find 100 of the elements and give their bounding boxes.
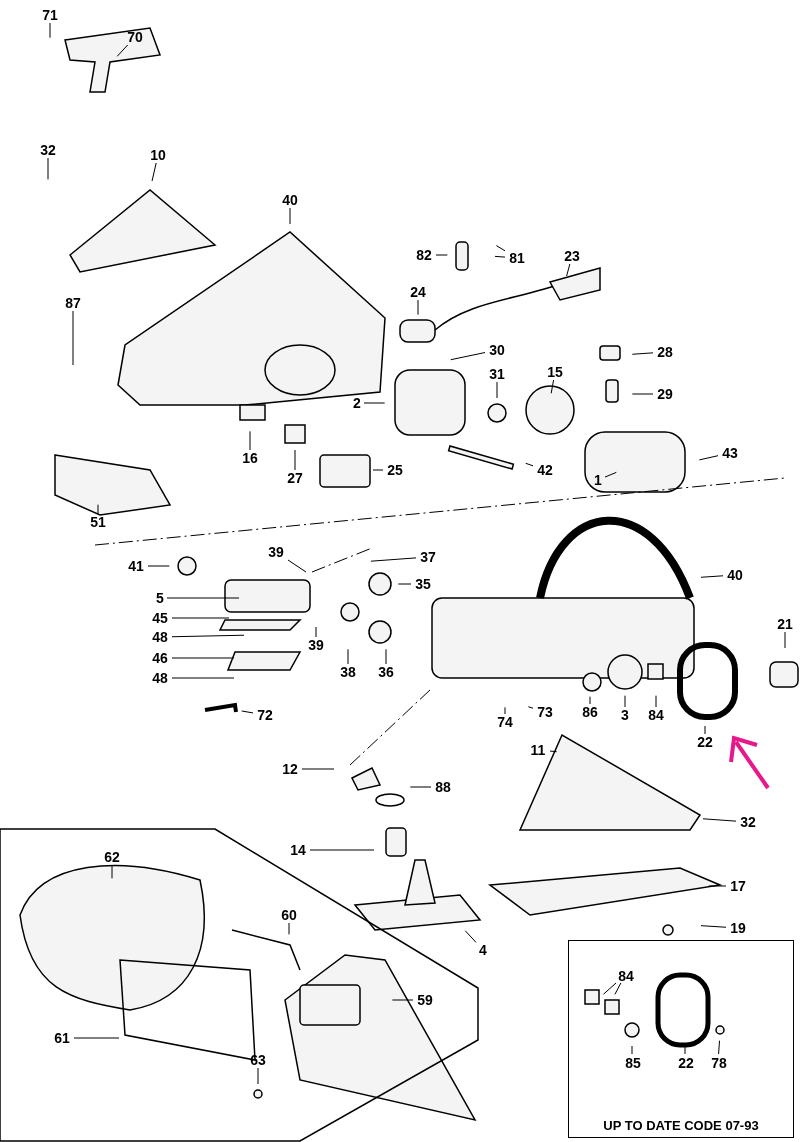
leader-line	[631, 1045, 633, 1055]
callout-number: 48	[148, 629, 172, 645]
callout-number: 72	[253, 707, 277, 723]
callout-number: 2	[350, 395, 364, 411]
callout-number: 5	[153, 590, 167, 606]
callout-number: 22	[693, 734, 717, 750]
leader-line	[171, 677, 235, 679]
callout-number: 40	[278, 192, 302, 208]
leader-line	[370, 557, 417, 562]
leader-line	[784, 631, 786, 649]
callout-number: 85	[621, 1055, 645, 1071]
callout-number: 51	[86, 514, 110, 530]
callout-number: 62	[100, 849, 124, 865]
leader-line	[655, 695, 657, 708]
leader-line	[111, 864, 113, 879]
callout-number: 23	[560, 248, 584, 264]
callout-number: 35	[411, 576, 435, 592]
leader-line	[604, 471, 617, 478]
leader-line	[315, 626, 317, 638]
leader-line	[450, 352, 486, 361]
leader-line	[97, 504, 99, 515]
callout-number: 27	[283, 470, 307, 486]
leader-line	[702, 818, 737, 822]
leader-line	[171, 657, 235, 659]
leader-line	[309, 849, 375, 851]
leader-line	[700, 575, 724, 578]
leader-line	[257, 1067, 259, 1085]
callout-number: 48	[148, 670, 172, 686]
leader-line	[631, 393, 654, 395]
callout-number: 84	[644, 707, 668, 723]
leader-line	[391, 999, 414, 1001]
callout-number: 70	[123, 29, 147, 45]
callout-number: 71	[38, 7, 62, 23]
leader-line	[527, 706, 534, 709]
leader-line	[550, 379, 555, 394]
callout-number: 15	[543, 364, 567, 380]
leader-line	[372, 469, 384, 471]
leader-line	[289, 207, 291, 225]
callout-number: 74	[493, 714, 517, 730]
leader-line	[417, 299, 419, 316]
leader-line	[684, 1045, 686, 1055]
callout-number: 41	[124, 558, 148, 574]
callout-number: 21	[773, 616, 797, 632]
callout-number: 4	[476, 942, 490, 958]
callout-number: 45	[148, 610, 172, 626]
callout-number: 17	[726, 878, 750, 894]
callout-number: 87	[61, 295, 85, 311]
leader-line	[708, 885, 727, 887]
callout-number: 42	[533, 462, 557, 478]
callout-number: 60	[277, 907, 301, 923]
callout-number: 37	[416, 549, 440, 565]
leader-line	[116, 44, 129, 57]
leader-line	[700, 925, 727, 928]
leader-line	[397, 583, 412, 585]
leader-line	[495, 245, 506, 252]
callout-number: 61	[50, 1030, 74, 1046]
callout-number: 22	[674, 1055, 698, 1071]
callout-number: 43	[718, 445, 742, 461]
callout-number: 40	[723, 567, 747, 583]
leader-line	[347, 648, 349, 665]
callout-number: 38	[336, 664, 360, 680]
inset-caption: UP TO DATE CODE 07-93	[602, 1118, 760, 1133]
leader-line	[151, 162, 157, 182]
callout-number: 59	[413, 992, 437, 1008]
leader-line	[147, 565, 170, 567]
leader-line	[504, 706, 506, 715]
leader-line	[624, 695, 626, 708]
leader-line	[166, 597, 240, 599]
leader-line	[494, 255, 506, 258]
leader-line	[47, 157, 49, 180]
kit-outline	[0, 828, 480, 1142]
leader-line	[385, 648, 387, 665]
leader-line	[614, 982, 622, 995]
callout-number: 28	[653, 344, 677, 360]
callout-number: 24	[406, 284, 430, 300]
leader-line	[566, 263, 571, 277]
leader-line	[525, 462, 534, 467]
callout-number: 3	[618, 707, 632, 723]
callout-number: 86	[578, 704, 602, 720]
leader-line	[287, 559, 307, 573]
callout-number: 39	[304, 637, 328, 653]
leader-line	[496, 381, 498, 399]
leader-line	[73, 1037, 120, 1039]
callout-number: 29	[653, 386, 677, 402]
callout-number: 81	[505, 250, 529, 266]
inset-panel	[568, 940, 794, 1138]
leader-line	[549, 750, 558, 753]
leader-line	[294, 449, 296, 471]
leader-line	[464, 930, 477, 943]
leader-line	[589, 696, 591, 705]
leader-line	[435, 254, 448, 256]
callout-number: 73	[533, 704, 557, 720]
leader-line	[718, 1040, 720, 1055]
leader-line	[288, 922, 290, 935]
callout-number: 10	[146, 147, 170, 163]
callout-number: 36	[374, 664, 398, 680]
callout-number: 46	[148, 650, 172, 666]
callout-number: 1	[591, 472, 605, 488]
callout-number: 39	[264, 544, 288, 560]
leader-line	[363, 402, 386, 404]
